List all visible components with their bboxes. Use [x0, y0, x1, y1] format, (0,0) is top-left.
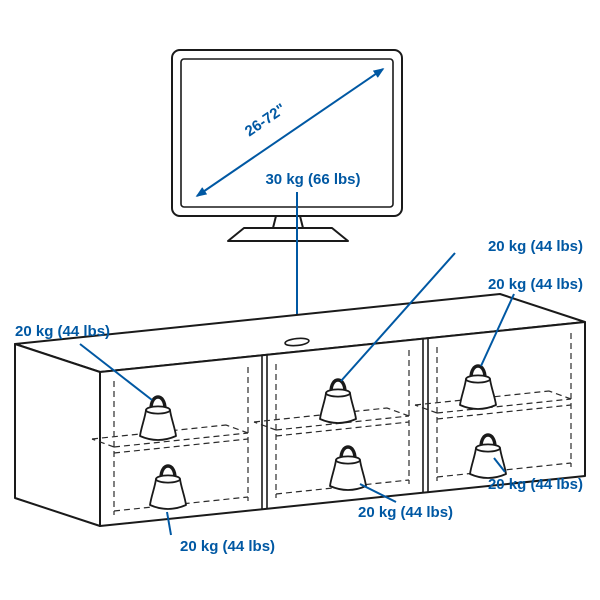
bench-left-face — [14, 343, 101, 527]
section-left-shelf-hidden-lines — [91, 367, 249, 515]
shelf-load-labels: 20 kg (44 lbs) 20 kg (44 lbs) 20 kg (44 … — [15, 238, 583, 555]
section-right-shelf-hidden-lines — [414, 333, 572, 481]
leader-bottom-right — [493, 457, 506, 473]
load-label-bottom-middle: 20 kg (44 lbs) — [358, 504, 453, 521]
leader-left — [79, 343, 153, 401]
load-label-left: 20 kg (44 lbs) — [15, 323, 110, 340]
leader-bottom-left — [166, 511, 172, 536]
bench-section-dividers — [261, 338, 429, 510]
load-label-bottom-right: 20 kg (44 lbs) — [488, 476, 583, 493]
tv-top-load-label: 30 kg (66 lbs) — [265, 171, 360, 188]
tv: 26-72" — [171, 49, 403, 242]
section-middle-shelf-hidden-lines — [253, 350, 410, 498]
leader-top-right-lower — [480, 293, 515, 367]
tv-bench — [14, 293, 586, 527]
leader-top-right-upper — [340, 252, 456, 382]
leader-bottom-middle — [359, 483, 397, 503]
diagonal-size-arrow-icon — [195, 68, 385, 197]
tv-load-annotation: 30 kg (66 lbs) — [265, 171, 361, 333]
tv-stand-base — [227, 227, 349, 242]
cable-outlet — [284, 337, 310, 347]
bench-front-face — [99, 321, 586, 527]
leader-lines — [79, 252, 515, 536]
tv-screen — [180, 58, 394, 208]
load-label-top-right-upper: 20 kg (44 lbs) — [488, 238, 583, 255]
tv-stand-neck — [272, 215, 304, 229]
tv-frame — [171, 49, 403, 217]
load-label-top-right-lower: 20 kg (44 lbs) — [488, 276, 583, 293]
load-label-bottom-left: 20 kg (44 lbs) — [180, 538, 275, 555]
